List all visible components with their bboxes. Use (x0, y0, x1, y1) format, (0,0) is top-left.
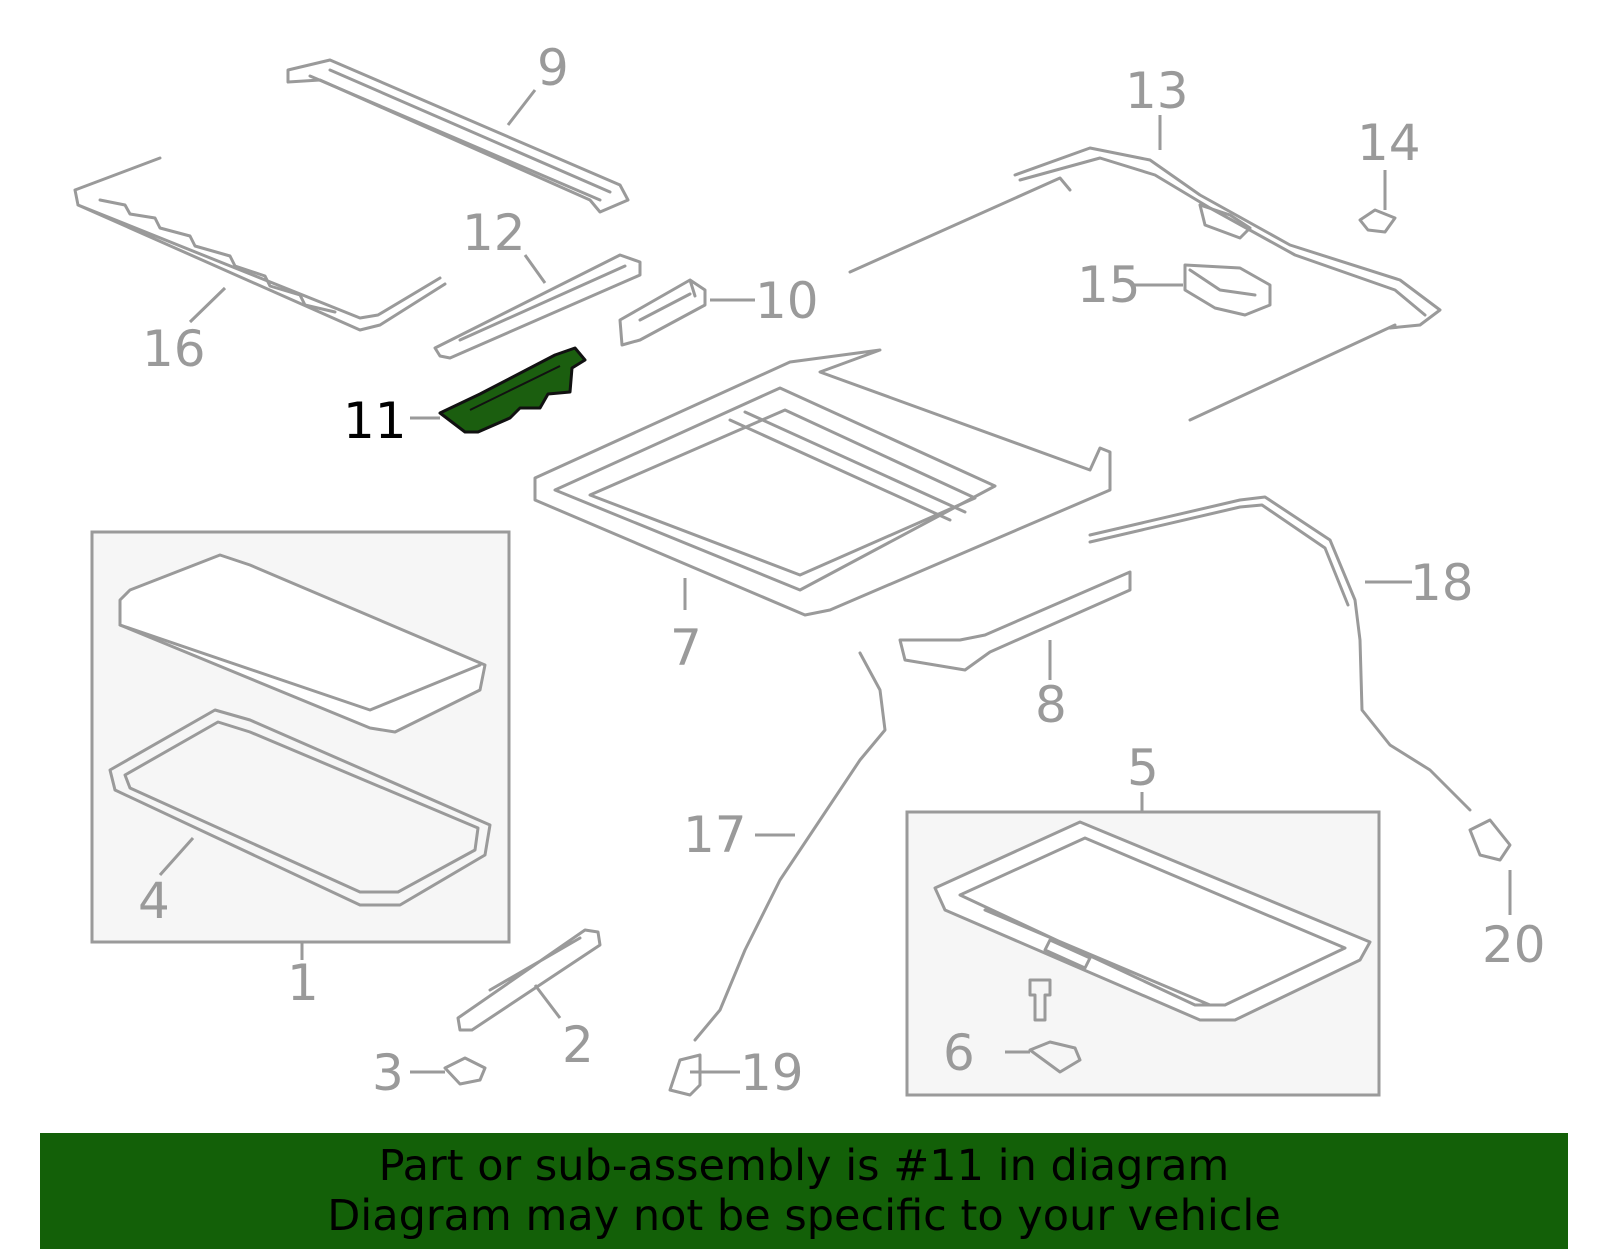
callout-12: 12 (462, 204, 526, 262)
callout-18: 18 (1410, 554, 1474, 612)
fastener-bolt (1028, 978, 1052, 1022)
callout-6: 6 (943, 1024, 975, 1082)
callout-16: 16 (142, 320, 206, 378)
part-9-rear-rail (286, 58, 630, 214)
part-15-motor (1183, 263, 1272, 317)
callout-2: 2 (562, 1016, 594, 1074)
callout-17: 17 (683, 806, 747, 864)
kit-box-1 (90, 530, 511, 944)
part-19-connector (668, 1053, 702, 1097)
part-16-front-header (73, 156, 447, 332)
part-12-side-guide (433, 253, 642, 360)
callout-14: 14 (1357, 114, 1421, 172)
callout-4: 4 (138, 872, 170, 930)
callout-9: 9 (537, 39, 569, 97)
part-8-deflector (898, 570, 1132, 672)
part-20-connector (1468, 818, 1512, 862)
callout-5: 5 (1127, 739, 1159, 797)
parts-diagram: 9 12 10 16 13 14 15 11 7 8 18 20 17 19 3… (73, 39, 1546, 1102)
callout-3: 3 (372, 1044, 404, 1102)
notice-banner: Part or sub-assembly is #11 in diagram D… (40, 1133, 1568, 1249)
part-13-drive-cables (848, 146, 1442, 422)
callout-15: 15 (1077, 256, 1141, 314)
callout-1: 1 (287, 954, 319, 1012)
part-18-drain-tube (1088, 495, 1472, 812)
callout-8: 8 (1035, 676, 1067, 734)
callout-labels: 9 12 10 16 13 14 15 11 7 8 18 20 17 19 3… (138, 39, 1546, 1102)
callout-19: 19 (740, 1044, 804, 1102)
leader-lines (158, 89, 1512, 1074)
callout-10: 10 (755, 272, 819, 330)
part-3-clip (443, 1056, 487, 1086)
part-6-clip (1028, 1040, 1082, 1074)
notice-line-1: Part or sub-assembly is #11 in diagram (378, 1141, 1230, 1191)
callout-7: 7 (670, 619, 702, 677)
notice-line-2: Diagram may not be specific to your vehi… (327, 1191, 1281, 1241)
part-17-drain-tube (693, 651, 887, 1042)
part-10-bracket (618, 278, 707, 347)
part-2-guide (456, 928, 602, 1032)
kit-box-5 (905, 810, 1381, 1097)
part-11-highlighted (438, 346, 587, 434)
callout-11: 11 (343, 392, 407, 450)
callout-20: 20 (1482, 916, 1546, 974)
callout-13: 13 (1125, 62, 1189, 120)
part-14-clip (1358, 208, 1397, 234)
part-7-frame (533, 348, 1112, 617)
